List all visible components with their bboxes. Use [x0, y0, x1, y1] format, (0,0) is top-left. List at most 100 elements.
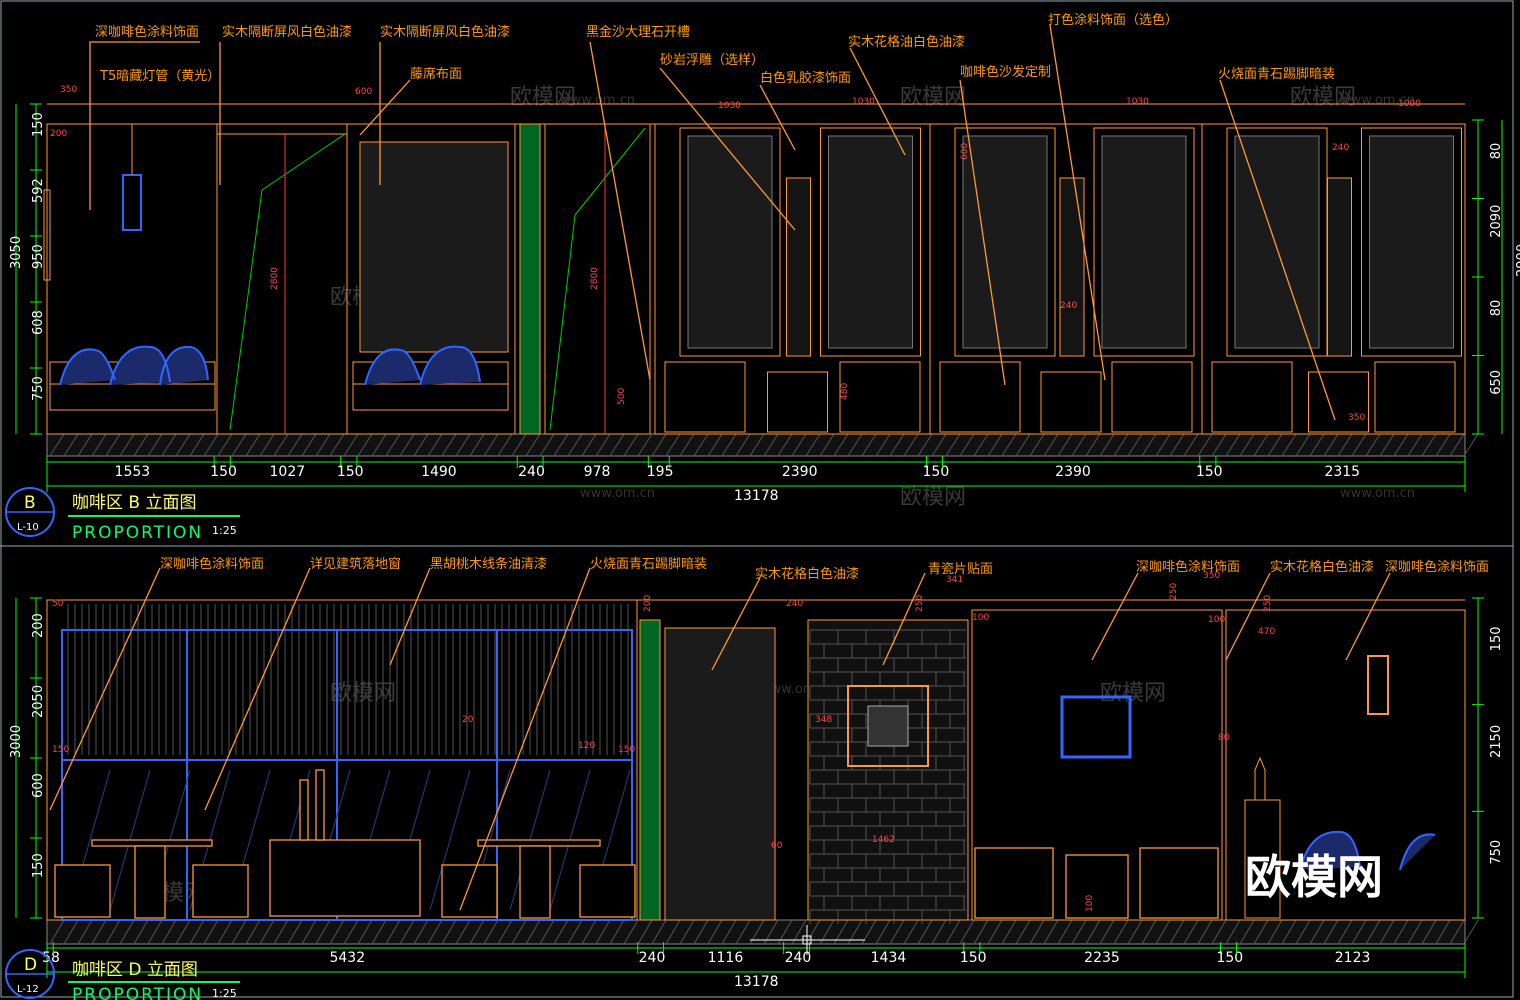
- hatch-line: [91, 919, 107, 945]
- sofa: [49, 345, 216, 411]
- dimension-label: 58: [42, 950, 60, 966]
- dimension-label: 100: [1085, 895, 1095, 912]
- sandstone-relief: [786, 177, 811, 357]
- hatch-line: [483, 433, 499, 457]
- annotation-label: 实木隔断屏风白色油漆: [222, 24, 352, 40]
- dimension-label: 150: [31, 853, 46, 878]
- annotation-label: 实木花格白色油漆: [1270, 559, 1374, 575]
- hatch-line: [735, 919, 751, 945]
- dimension-label: 750: [31, 376, 46, 401]
- hatch-line: [637, 919, 653, 945]
- hatch-line: [763, 433, 779, 457]
- dimension-label: 2123: [1335, 950, 1371, 966]
- lattice-frame: [679, 127, 781, 357]
- hatch-line: [1421, 433, 1437, 457]
- hatch-line: [1365, 433, 1381, 457]
- proportion-label: PROPORTION: [72, 985, 203, 1000]
- dimension-label: 978: [584, 464, 611, 480]
- watermark-logo-large: 欧模网: [1245, 850, 1383, 904]
- hatch-line: [203, 433, 219, 457]
- hatch-line: [497, 433, 513, 457]
- hatch-line: [441, 433, 457, 457]
- dimension-label: 250: [1263, 595, 1273, 612]
- dimension-label: 3050: [9, 236, 24, 269]
- hatch-line: [161, 433, 177, 457]
- pendant-lamp: [122, 174, 142, 231]
- wall-panel: [971, 609, 1223, 921]
- dimension-label: 150: [1489, 627, 1504, 652]
- hatch-line: [385, 919, 401, 945]
- hatch-line: [623, 919, 639, 945]
- drawing-title-block: D L-12 咖啡区 D 立面图 PROPORTION 1:25: [5, 949, 240, 1000]
- hatch-line: [63, 919, 79, 945]
- dimension-label: 80: [1489, 143, 1504, 160]
- watermark-url: www.om.cn: [580, 486, 655, 501]
- sofa: [1299, 830, 1436, 871]
- dimension-label: 1553: [115, 464, 151, 480]
- hatch-line: [1085, 919, 1101, 945]
- hatch-line: [301, 433, 317, 457]
- dimension-label: 240: [1332, 143, 1349, 153]
- hatch-line: [959, 919, 975, 945]
- dining-set: [54, 769, 636, 919]
- hatch-line: [273, 919, 289, 945]
- elevation-d: 深咖啡色涂料饰面 详见建筑落地窗 黑胡桃木线条油清漆 火烧面青石踢脚暗装 实木花…: [5, 556, 1504, 1000]
- hatch-line: [287, 919, 303, 945]
- hatch-line: [413, 919, 429, 945]
- hatch-line: [469, 919, 485, 945]
- glass-hatch: [429, 769, 471, 911]
- hatch-line: [133, 919, 149, 945]
- hatch-line: [567, 919, 583, 945]
- dimension-label: 240: [785, 950, 812, 966]
- dimension-label: 13178: [734, 488, 779, 504]
- dimension-label: 150: [618, 745, 635, 755]
- hatch-line: [441, 919, 457, 945]
- dimension-label: 608: [31, 310, 46, 335]
- hatch-line: [259, 433, 275, 457]
- leader-line: [229, 189, 263, 431]
- hatch-line: [161, 919, 177, 945]
- dimension-label: 600: [355, 87, 372, 97]
- watermark-logo: 欧模网: [1100, 681, 1166, 706]
- dimension-label: 120: [578, 741, 595, 751]
- hatch-line: [945, 919, 961, 945]
- wall-panel: [1225, 609, 1466, 921]
- hatch-line: [1435, 919, 1451, 945]
- hatch-line: [1267, 919, 1283, 945]
- dimension-label: 60: [771, 841, 783, 851]
- hatch-line: [329, 433, 345, 457]
- annotation-label: 深咖啡色涂料饰面: [160, 556, 264, 572]
- dimension-label: 1030: [852, 97, 875, 107]
- hatch-line: [217, 433, 233, 457]
- hatch-line: [805, 433, 821, 457]
- dimension-label: 150: [923, 464, 950, 480]
- watermark-url: www.om.cn: [1340, 486, 1415, 501]
- booth-sofa: [839, 361, 921, 433]
- hatch-line: [49, 433, 65, 457]
- drawing-title-block: B L-10 咖啡区 B 立面图 PROPORTION 1:25: [5, 487, 240, 543]
- sofa-set: [974, 847, 1219, 919]
- dimension-label: 2090: [1489, 205, 1504, 238]
- side-cabinet: [1040, 371, 1102, 433]
- annotation-label: 黑金沙大理石开槽: [586, 24, 690, 40]
- booth-bay: [1201, 123, 1466, 435]
- dimension-label: 200: [50, 129, 67, 139]
- hatch-line: [455, 919, 471, 945]
- dimension-label: 150: [52, 745, 69, 755]
- dimension-label: 350: [1348, 413, 1365, 423]
- hatch-line: [889, 433, 905, 457]
- booth-sofa: [664, 361, 746, 433]
- elevation-title: 咖啡区 D 立面图: [72, 960, 198, 980]
- hatch-line: [1015, 433, 1031, 457]
- hatch-line: [1113, 919, 1129, 945]
- hatch-line: [1463, 433, 1479, 457]
- hatch-line: [1141, 919, 1157, 945]
- annotation-label: 火烧面青石踢脚暗装: [1218, 66, 1335, 82]
- dimension-label: 2900: [1515, 244, 1520, 277]
- hatch-line: [1379, 433, 1395, 457]
- watermark-logo: 欧模网: [510, 85, 576, 110]
- lattice-door: [664, 627, 776, 921]
- section-code-sheet: L-12: [17, 984, 39, 995]
